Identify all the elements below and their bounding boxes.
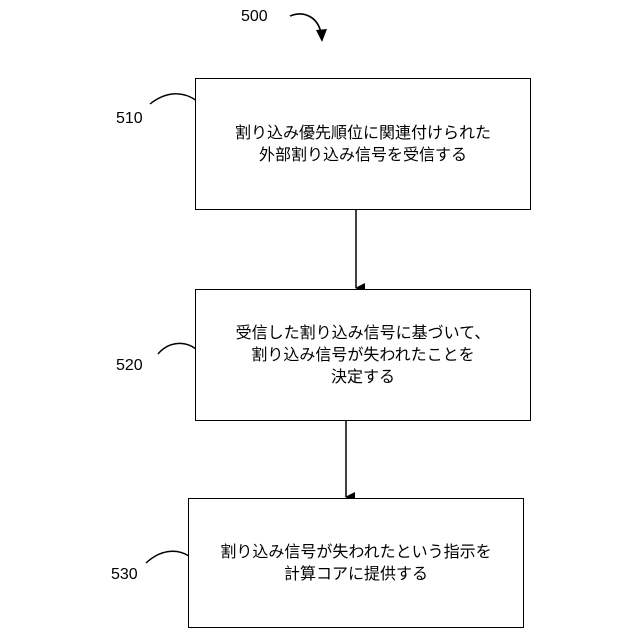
step-ref-530: 530 (111, 566, 138, 584)
figure-label-arrowhead (316, 29, 327, 42)
figure-label: 500 (241, 8, 268, 26)
step-ref-520: 520 (116, 357, 143, 375)
step-text-line: 計算コアに提供する (284, 563, 428, 585)
step-ref-510: 510 (116, 110, 143, 128)
step-text-line: 割り込み優先順位に関連付けられた (235, 122, 491, 144)
step-box-520: 受信した割り込み信号に基づいて、 割り込み信号が失われたことを 決定する (195, 289, 531, 421)
step-box-510: 割り込み優先順位に関連付けられた 外部割り込み信号を受信する (195, 78, 531, 210)
step-box-530: 割り込み信号が失われたという指示を 計算コアに提供する (188, 498, 524, 628)
step-text-line: 割り込み信号が失われたという指示を (220, 541, 491, 563)
step-text-line: 受信した割り込み信号に基づいて、 (236, 322, 491, 344)
leader-530 (146, 551, 189, 563)
step-text-line: 割り込み信号が失われたことを (251, 344, 474, 366)
leader-510 (150, 94, 197, 104)
step-text-line: 外部割り込み信号を受信する (259, 144, 467, 166)
step-text-line: 決定する (331, 366, 395, 388)
leader-520 (158, 343, 196, 354)
